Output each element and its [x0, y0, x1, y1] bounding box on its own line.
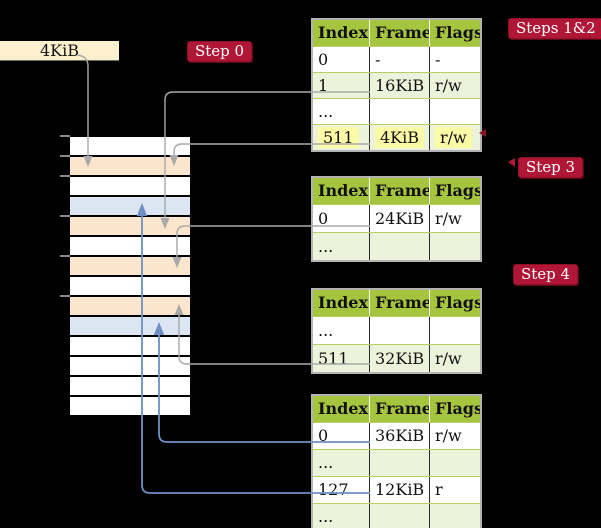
column-header-flags: Flags	[429, 178, 480, 204]
memory-frame-row-12	[70, 377, 190, 395]
column-header-index: Index	[318, 23, 369, 42]
highlighted-value: 511	[318, 127, 359, 148]
table-row: ...	[313, 316, 480, 344]
memory-frame-row-9	[70, 317, 190, 335]
table-row: ...	[313, 449, 480, 476]
table-cell: 16KiB	[369, 73, 429, 98]
memory-frame-row-6	[70, 257, 190, 275]
table-cell: 32KiB	[369, 345, 429, 372]
table-row: ...	[313, 503, 480, 528]
table-row: 511 4KiB r/w	[313, 124, 480, 150]
table-cell: 36KiB	[369, 423, 429, 449]
memory-frame-row-2	[70, 177, 190, 195]
column-header-frame: Frame	[369, 20, 429, 46]
table-cell: r/w	[429, 125, 480, 150]
frame-boundary-tick-1	[60, 155, 70, 157]
frame-boundary-tick-5	[60, 295, 70, 297]
table-cell: 1	[318, 76, 329, 95]
table-cell: ...	[318, 102, 334, 121]
table-cell	[429, 233, 480, 260]
column-header-flags: Flags	[429, 290, 480, 316]
table-cell	[429, 504, 480, 528]
table-cell: ...	[318, 321, 334, 340]
table-cell	[429, 450, 480, 476]
table-cell: -	[369, 47, 429, 72]
memory-frame-row-4	[70, 217, 190, 235]
table-cell: 0	[318, 50, 329, 69]
column-header-flags: Flags	[429, 20, 480, 46]
column-header-index: Index	[318, 293, 369, 312]
root-frame-4kib-box: 4KiB	[0, 41, 119, 61]
column-header-index: Index	[318, 399, 369, 418]
physical-memory-column	[70, 137, 190, 417]
memory-frame-row-3	[70, 197, 190, 215]
frame-boundary-tick-2	[60, 175, 70, 177]
table-cell	[369, 504, 429, 528]
table-cell: ...	[318, 453, 334, 472]
step-3-label: Step 3	[518, 157, 584, 178]
table-row: ...	[313, 232, 480, 260]
table-cell: ...	[318, 507, 334, 526]
table-cell	[369, 450, 429, 476]
table-cell: r/w	[429, 423, 480, 449]
step3-pointer-fragment	[508, 158, 515, 167]
step-0-label: Step 0	[187, 41, 253, 62]
root-frame-label: 4KiB	[39, 41, 79, 60]
table-cell: r/w	[429, 345, 480, 372]
frame-boundary-tick-4	[60, 255, 70, 257]
column-header-index: Index	[318, 181, 369, 200]
table-cell	[369, 233, 429, 260]
memory-frame-row-7	[70, 277, 190, 295]
step-4-label: Step 4	[513, 264, 579, 285]
table-cell: 4KiB	[369, 125, 429, 150]
table-cell: 24KiB	[369, 205, 429, 232]
table-cell: 511	[313, 125, 369, 150]
column-header-frame: Frame	[369, 396, 429, 422]
table-cell: 511	[318, 349, 349, 368]
table-cell	[369, 317, 429, 344]
memory-frame-row-0	[70, 137, 190, 155]
table-cell: r	[429, 477, 480, 503]
table-row: ...	[313, 98, 480, 124]
table-cell: 0	[318, 426, 329, 445]
table-cell: r/w	[429, 73, 480, 98]
table-cell	[429, 99, 480, 124]
table-cell: ...	[318, 237, 334, 256]
highlighted-value: r/w	[435, 127, 472, 148]
memory-frame-row-5	[70, 237, 190, 255]
column-header-frame: Frame	[369, 290, 429, 316]
table-cell: 127	[318, 480, 349, 499]
column-header-frame: Frame	[369, 178, 429, 204]
steps-1-2-label: Steps 1&2	[508, 18, 601, 39]
frame-boundary-tick-0	[60, 135, 70, 137]
table-cell: r/w	[429, 205, 480, 232]
table-cell: -	[429, 47, 480, 72]
table-cell	[369, 99, 429, 124]
table-row: 0 --	[313, 46, 480, 72]
memory-frame-row-11	[70, 357, 190, 375]
table-cell	[429, 317, 480, 344]
frame-boundary-tick-3	[60, 215, 70, 217]
memory-frame-row-8	[70, 297, 190, 315]
table-cell: 0	[318, 209, 329, 228]
highlighted-value: 4KiB	[375, 127, 425, 148]
memory-frame-row-10	[70, 337, 190, 355]
memory-frame-row-1	[70, 157, 190, 175]
table-cell: 12KiB	[369, 477, 429, 503]
column-header-flags: Flags	[429, 396, 480, 422]
memory-frame-row-13	[70, 397, 190, 415]
